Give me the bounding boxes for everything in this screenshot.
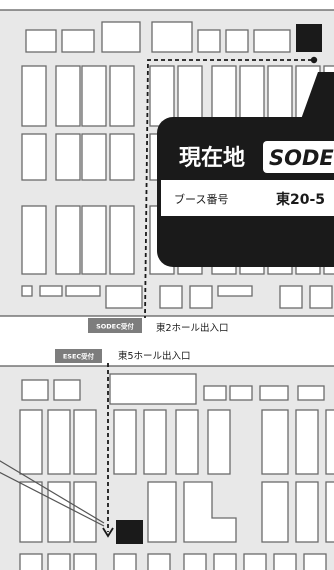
sodec-logo-text: SODEC bbox=[269, 146, 334, 170]
booth bbox=[21, 379, 49, 401]
booth bbox=[303, 553, 327, 570]
booth bbox=[101, 21, 141, 53]
booth bbox=[147, 553, 171, 570]
booth bbox=[149, 65, 175, 127]
callout-pointer bbox=[300, 72, 334, 122]
booth bbox=[309, 285, 333, 309]
route-line-upper bbox=[144, 59, 312, 319]
booth bbox=[53, 379, 81, 401]
booth bbox=[19, 553, 43, 570]
booth bbox=[147, 481, 177, 543]
booth bbox=[175, 409, 199, 475]
booth bbox=[81, 205, 107, 275]
booth bbox=[267, 65, 293, 127]
booth bbox=[21, 133, 47, 181]
booth bbox=[325, 409, 334, 475]
esec-reception-badge bbox=[55, 349, 102, 363]
current-location-pointer bbox=[0, 460, 105, 527]
booth bbox=[325, 481, 334, 543]
booth bbox=[73, 409, 97, 475]
booth bbox=[225, 29, 249, 53]
lower-hall-booths bbox=[19, 373, 334, 570]
booth bbox=[47, 553, 71, 570]
booth bbox=[105, 285, 143, 309]
booth-label: ブース番号 bbox=[174, 192, 228, 206]
booth bbox=[217, 285, 253, 297]
booth bbox=[183, 481, 237, 543]
current-location-marker bbox=[116, 520, 143, 544]
booth bbox=[47, 481, 71, 543]
booth bbox=[297, 385, 325, 401]
booth bbox=[189, 285, 213, 309]
booth bbox=[229, 385, 253, 401]
booth bbox=[113, 553, 137, 570]
sodec-reception: SODEC受付 bbox=[88, 318, 142, 333]
booth bbox=[279, 285, 303, 309]
east5-entrance-label: 東5ホール出入口 bbox=[118, 350, 191, 362]
sodec-logo-icon bbox=[263, 141, 334, 173]
booth bbox=[73, 553, 97, 570]
booth bbox=[19, 409, 43, 475]
booth bbox=[239, 65, 265, 127]
booth bbox=[55, 205, 81, 275]
booth bbox=[151, 21, 193, 53]
booth bbox=[55, 65, 81, 127]
booth bbox=[109, 65, 135, 127]
booth bbox=[243, 553, 267, 570]
sodec-reception-badge bbox=[88, 318, 142, 333]
booth bbox=[183, 553, 207, 570]
booth bbox=[19, 481, 43, 543]
booth bbox=[213, 553, 237, 570]
booth bbox=[109, 373, 197, 405]
booth bbox=[65, 285, 101, 297]
route-arrow-icon bbox=[102, 527, 114, 538]
booth bbox=[21, 285, 33, 297]
callout-title: 現在地 bbox=[179, 145, 245, 171]
booth bbox=[273, 553, 297, 570]
booth bbox=[21, 205, 47, 275]
booth bbox=[203, 385, 227, 401]
sodec-booth-marker bbox=[296, 24, 322, 52]
booth bbox=[25, 29, 57, 53]
booth bbox=[295, 409, 319, 475]
booth bbox=[177, 65, 203, 127]
booth bbox=[253, 29, 291, 53]
current-location-callout: 現在地 SODEC ブース番号 東20-5 bbox=[157, 72, 334, 267]
lower-hall bbox=[0, 365, 334, 570]
booth bbox=[261, 409, 289, 475]
booth bbox=[109, 133, 135, 181]
esec-reception: ESEC受付 bbox=[55, 349, 102, 363]
booth bbox=[21, 65, 47, 127]
booth bbox=[159, 285, 183, 309]
route-start-dot bbox=[310, 56, 318, 64]
booth bbox=[197, 29, 221, 53]
booth bbox=[207, 409, 231, 475]
booth bbox=[47, 409, 71, 475]
callout-booth-info bbox=[161, 180, 334, 216]
booth bbox=[39, 285, 63, 297]
booth bbox=[81, 65, 107, 127]
booth bbox=[81, 133, 107, 181]
booth bbox=[109, 205, 135, 275]
route-path bbox=[102, 56, 318, 538]
booth bbox=[113, 409, 137, 475]
booth bbox=[259, 385, 289, 401]
booth bbox=[261, 481, 289, 543]
sodec-reception-label: SODEC受付 bbox=[96, 322, 134, 331]
esec-reception-label: ESEC受付 bbox=[63, 352, 95, 361]
booth bbox=[61, 29, 95, 53]
booth-number: 東20-5 bbox=[276, 191, 325, 208]
east2-entrance-label: 東2ホール出入口 bbox=[156, 322, 229, 334]
booth bbox=[143, 409, 167, 475]
booth bbox=[55, 133, 81, 181]
booth bbox=[295, 481, 319, 543]
